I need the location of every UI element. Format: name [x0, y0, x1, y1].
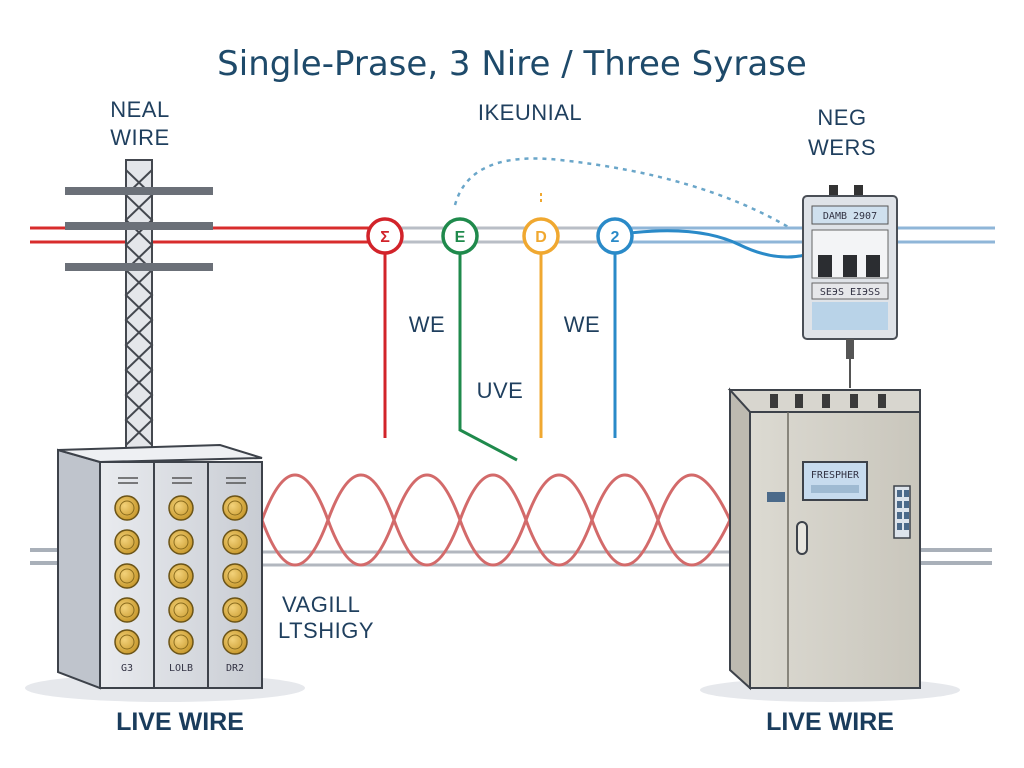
drop-wires: [383, 254, 617, 462]
breaker-coin: [222, 597, 248, 623]
neg-wers-label-line1: NEG: [817, 105, 866, 130]
breaker-coin-ring: [227, 634, 243, 650]
neal-wire-label: NEAL WIRE: [110, 97, 169, 150]
we-label-right: WE: [564, 312, 600, 337]
breaker-coin: [114, 597, 140, 623]
breaker-coins: [114, 495, 248, 655]
breaker-coin: [114, 529, 140, 555]
breaker-coin: [114, 629, 140, 655]
breaker-coin: [114, 495, 140, 521]
breaker-footer-2: LOLB: [169, 663, 193, 674]
panel-key: [897, 523, 902, 530]
breaker-coin-ring: [173, 500, 189, 516]
breaker-coin-ring: [119, 568, 135, 584]
live-wire-label-right: LIVE WIRE: [766, 708, 894, 736]
electric-meter: DAMB 2907 SEЭS EIЭSS: [802, 185, 898, 388]
neal-wire-label-line1: NEAL: [110, 97, 169, 122]
breaker-coin-ring: [173, 602, 189, 618]
neal-wire-label-line2: WIRE: [110, 125, 169, 150]
svg-text:2: 2: [611, 229, 620, 246]
transmission-tower: [65, 159, 213, 451]
phase-node-2: E: [441, 217, 479, 255]
svg-text:D: D: [535, 229, 547, 246]
control-panel: FRESPHER: [700, 387, 960, 702]
breaker-coin-ring: [173, 634, 189, 650]
panel-key: [897, 501, 902, 508]
phase-node-3: D: [522, 217, 560, 255]
breaker-coin-ring: [119, 534, 135, 550]
breaker-coin: [168, 495, 194, 521]
breaker-coin: [114, 563, 140, 589]
diagram-title: Single-Prase, 3 Nire / Three Syrase: [217, 44, 807, 84]
panel-key: [904, 523, 909, 530]
svg-text:E: E: [455, 229, 466, 246]
panel-key: [904, 501, 909, 508]
breaker-coin: [168, 563, 194, 589]
uve-label: UVE: [477, 378, 524, 403]
breaker-coin-ring: [227, 602, 243, 618]
panel-display: FRESPHER: [811, 470, 860, 481]
breaker-coin: [222, 629, 248, 655]
breaker-coin: [168, 629, 194, 655]
phase-node-1: Σ: [366, 217, 404, 255]
breaker-coin: [168, 529, 194, 555]
vagill-label-line1: VAGILL: [282, 592, 360, 617]
dotted-signal-arc: [453, 157, 791, 230]
breaker-box: [25, 443, 305, 702]
gray-wires: [400, 226, 600, 244]
we-label-left: WE: [409, 312, 445, 337]
breaker-coin: [168, 597, 194, 623]
phase-node-4: 2: [596, 217, 634, 255]
meter-display: DAMB 2907: [823, 211, 877, 222]
red-wires: [30, 226, 370, 244]
breaker-coin-ring: [119, 500, 135, 516]
breaker-coin-ring: [119, 602, 135, 618]
breaker-coin-ring: [119, 634, 135, 650]
panel-key: [897, 490, 902, 497]
svg-text:Σ: Σ: [380, 229, 390, 246]
breaker-coin: [222, 495, 248, 521]
ikeunial-label: IKEUNIAL: [478, 100, 582, 125]
panel-key: [897, 512, 902, 519]
vagill-label-line2: LTSHIGY: [278, 618, 374, 643]
breaker-footer-3: DR2: [226, 663, 244, 674]
breaker-footer-1: G3: [121, 663, 133, 674]
meter-bottom-text: SEЭS EIЭSS: [820, 287, 880, 298]
breaker-coin: [222, 529, 248, 555]
neg-wers-label-line2: WERS: [808, 135, 876, 160]
neg-wers-label: NEG WERS: [808, 105, 876, 160]
breaker-coin-ring: [173, 568, 189, 584]
twisted-coil: [260, 473, 732, 567]
breaker-coin-ring: [227, 500, 243, 516]
panel-key: [904, 490, 909, 497]
panel-key: [904, 512, 909, 519]
breaker-coin-ring: [173, 534, 189, 550]
breaker-footer: G3 LOLB DR2: [121, 663, 244, 674]
breaker-coin: [222, 563, 248, 589]
breaker-coin-ring: [227, 568, 243, 584]
live-wire-label-left: LIVE WIRE: [116, 708, 244, 736]
breaker-coin-ring: [227, 534, 243, 550]
panel-keypad: [897, 490, 909, 530]
